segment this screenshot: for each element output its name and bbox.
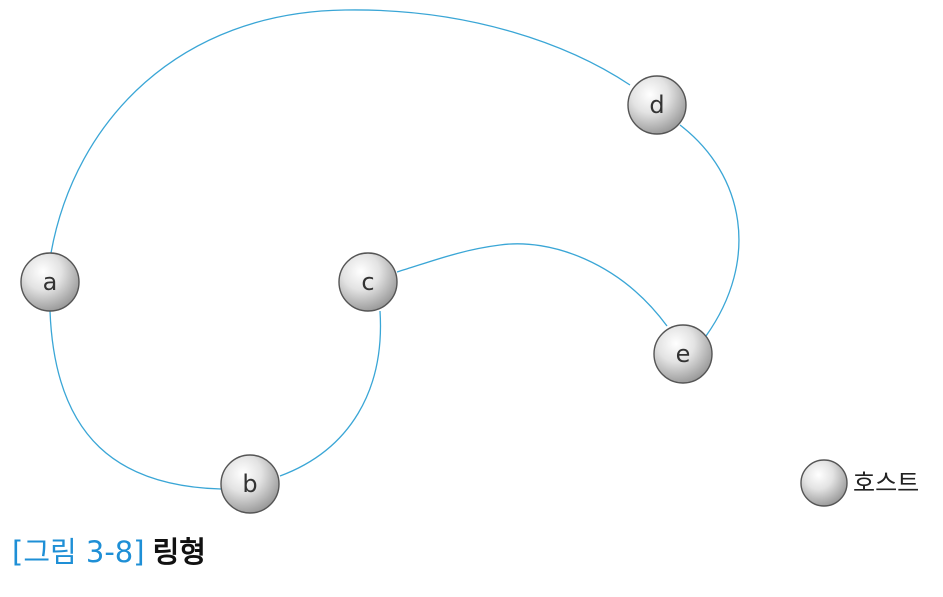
node-e[interactable]: e bbox=[653, 324, 713, 384]
node-c[interactable]: c bbox=[338, 252, 398, 312]
node-e-circle bbox=[653, 324, 713, 384]
node-a-circle bbox=[20, 252, 80, 312]
edge-b-a bbox=[49, 310, 222, 490]
edge-e-c bbox=[396, 243, 668, 327]
edge-a-d bbox=[50, 9, 631, 254]
figure-number: [그림 3-8] bbox=[12, 535, 145, 569]
node-b-circle bbox=[220, 454, 280, 514]
node-c-circle bbox=[338, 252, 398, 312]
ring-topology-diagram: a b c d e 호스트 bbox=[20, 9, 919, 514]
edge-c-b bbox=[279, 310, 382, 477]
node-a[interactable]: a bbox=[20, 252, 80, 312]
node-d-label: d bbox=[649, 91, 664, 119]
node-c-label: c bbox=[361, 268, 374, 296]
legend-host-icon bbox=[800, 459, 848, 507]
figure-caption: [그림 3-8]링형 bbox=[12, 532, 206, 572]
legend-host-label: 호스트 bbox=[853, 469, 919, 497]
legend: 호스트 bbox=[800, 459, 919, 507]
figure-title: 링형 bbox=[152, 535, 206, 569]
nodes: a b c d e bbox=[20, 75, 713, 514]
node-b[interactable]: b bbox=[220, 454, 280, 514]
node-d-circle bbox=[627, 75, 687, 135]
node-b-label: b bbox=[242, 470, 257, 498]
edge-d-e bbox=[679, 124, 740, 337]
node-d[interactable]: d bbox=[627, 75, 687, 135]
node-a-label: a bbox=[43, 268, 58, 296]
edges bbox=[49, 9, 740, 490]
node-e-label: e bbox=[676, 340, 691, 368]
